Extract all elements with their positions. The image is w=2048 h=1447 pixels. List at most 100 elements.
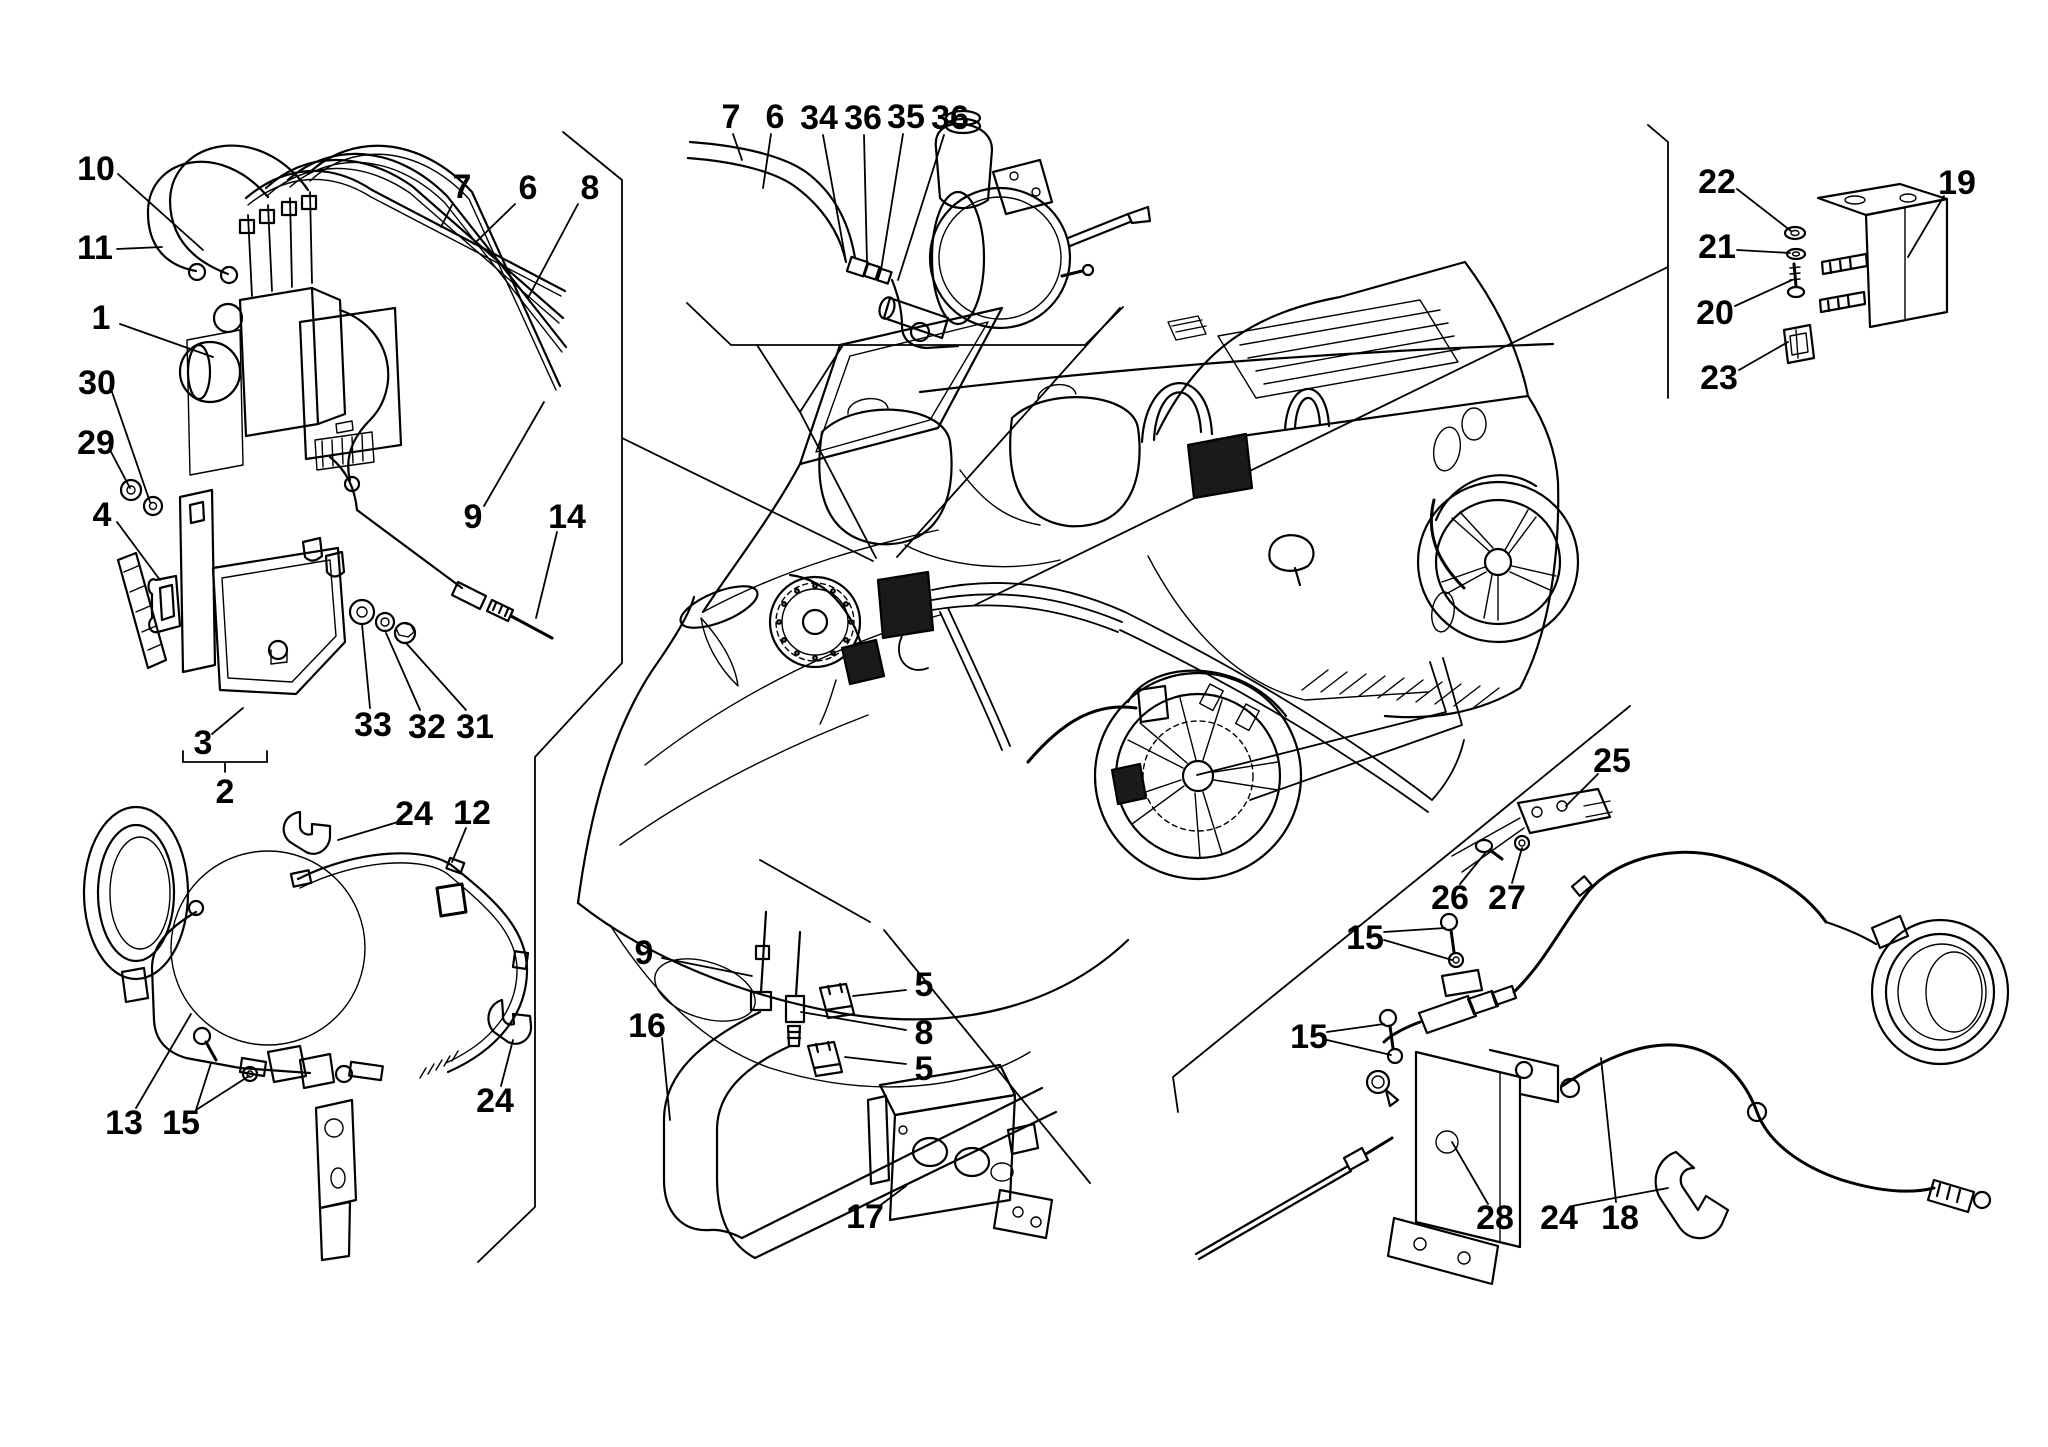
washer-15u-hole — [1452, 956, 1460, 964]
border-left-panels — [477, 131, 623, 1263]
callout-number-15: 15 — [162, 1104, 200, 1142]
leader-line-15 — [195, 1062, 212, 1111]
manifold-hole-b — [953, 1146, 991, 1178]
leader-line-7 — [440, 202, 454, 228]
callout-7: 7 — [722, 98, 743, 161]
pipe-6b — [267, 167, 560, 324]
clip-24b — [487, 998, 533, 1045]
unit-hose — [338, 308, 390, 482]
leader-line-25 — [1565, 773, 1599, 807]
hose-12-fitting2 — [445, 856, 466, 875]
leader-line-15 — [195, 1075, 250, 1111]
union-36a — [863, 262, 881, 281]
bracket-28-foot — [1386, 1216, 1500, 1286]
pointer-rear-wheel-b — [1249, 657, 1463, 801]
rear-pipe-tip — [1364, 1136, 1394, 1156]
connector-blocks — [266, 1044, 336, 1090]
hose-18 — [1560, 1043, 1936, 1193]
callout-15: 15 — [1290, 1018, 1392, 1056]
pipe-16-outer — [662, 1010, 762, 1240]
washer-21-hole — [1791, 251, 1801, 257]
leader-line-33 — [361, 623, 371, 709]
p-clamp-inner — [1371, 1075, 1385, 1089]
leader-line-10 — [117, 173, 204, 251]
washer-15l — [1386, 1047, 1404, 1065]
callout-number-11: 11 — [77, 229, 113, 267]
callout-number-30: 30 — [78, 364, 116, 402]
bracket-28-flange — [1488, 1048, 1560, 1104]
leader-line-32 — [385, 632, 421, 711]
flange-nut — [1514, 1060, 1534, 1080]
fender-scoop — [700, 617, 739, 687]
callout-25: 25 — [1565, 742, 1631, 807]
callout-number-7: 7 — [722, 98, 741, 136]
manifold-front — [888, 1093, 1017, 1222]
leader-line-18 — [1600, 1057, 1617, 1203]
flare-nut — [280, 200, 298, 217]
reservoir-installed — [1136, 684, 1170, 724]
leader-line-14 — [535, 531, 558, 619]
vehicle-illustration — [576, 260, 1580, 1088]
callout-14: 14 — [535, 498, 586, 619]
pump-face — [186, 343, 212, 401]
hose-18-banjo — [1926, 1178, 1976, 1214]
clip-5b — [806, 1040, 844, 1078]
washer-32-hole — [380, 617, 390, 627]
seal-ring-mid — [96, 823, 176, 963]
pipe-8-straight — [794, 930, 802, 998]
leader-line-15 — [1383, 939, 1453, 961]
border-right-panel — [1172, 705, 1631, 1113]
bolt-15-shaft — [204, 1040, 218, 1062]
reservoir-cap — [944, 117, 982, 135]
plate-25 — [1516, 787, 1612, 835]
callout-number-25: 25 — [1593, 742, 1631, 780]
leader-line-16 — [661, 1037, 671, 1121]
pipe-16-inner — [715, 1044, 792, 1260]
callout-30: 30 — [78, 364, 151, 503]
rear-quarter — [1526, 394, 1560, 484]
bracket-strip — [178, 488, 217, 674]
callout-number-29: 29 — [77, 424, 115, 462]
manifold-top — [878, 1063, 1017, 1117]
fuel-door — [1461, 407, 1487, 441]
rear-wheel-hub — [1483, 547, 1513, 577]
manifold-bolt-hole — [898, 1125, 908, 1135]
leader-line-5 — [852, 989, 907, 997]
pipe-6 — [264, 158, 565, 320]
leader-line-15 — [1326, 1023, 1385, 1033]
leader-line-9 — [661, 957, 753, 977]
screw-20-head — [1786, 285, 1806, 299]
booster-stud — [1060, 269, 1084, 278]
callout-number-9: 9 — [464, 498, 483, 536]
callout-number-6: 6 — [519, 169, 538, 207]
callout-9: 9 — [635, 934, 753, 977]
callout-number-15: 15 — [1346, 919, 1384, 957]
clipnut-23 — [1782, 323, 1816, 365]
fr-wheel-spokes — [1121, 697, 1279, 859]
leader-line-8 — [527, 203, 579, 299]
hose-12-union — [511, 950, 530, 970]
panel-borders — [477, 124, 1669, 1263]
sill-pipes — [1119, 611, 1433, 813]
bracket-hole-a — [324, 1118, 344, 1138]
leader-line-29 — [109, 449, 131, 489]
elbow-pipe — [890, 278, 960, 350]
stud-upper — [1820, 252, 1869, 276]
leader-line-30 — [111, 391, 151, 503]
abs-unit-assembly — [116, 144, 568, 696]
callout-number-6: 6 — [766, 98, 785, 136]
abs-hose-loop — [898, 635, 929, 671]
fr-sensor-wire — [1026, 705, 1138, 764]
pipe-9-collar — [754, 944, 771, 961]
booster-seal-ring — [82, 805, 190, 981]
callout-21: 21 — [1698, 228, 1791, 266]
callout-number-34: 34 — [800, 99, 838, 137]
callout-number-21: 21 — [1698, 228, 1736, 266]
callout-number-33: 33 — [354, 706, 392, 744]
pointer-abs-location — [621, 437, 874, 562]
abs-installed — [876, 570, 935, 640]
headlight — [679, 585, 759, 629]
pointer-booster-right — [896, 307, 1121, 558]
callout-number-2: 2 — [216, 773, 235, 811]
booster-shell-inner — [938, 196, 1062, 320]
